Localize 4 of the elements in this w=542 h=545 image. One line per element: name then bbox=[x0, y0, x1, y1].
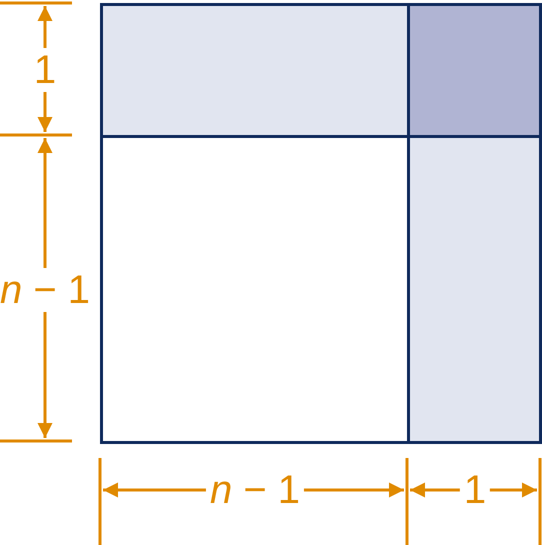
corner-square bbox=[407, 3, 542, 138]
top-strip bbox=[100, 3, 410, 138]
side-strip bbox=[407, 135, 542, 444]
large-square bbox=[100, 135, 410, 444]
